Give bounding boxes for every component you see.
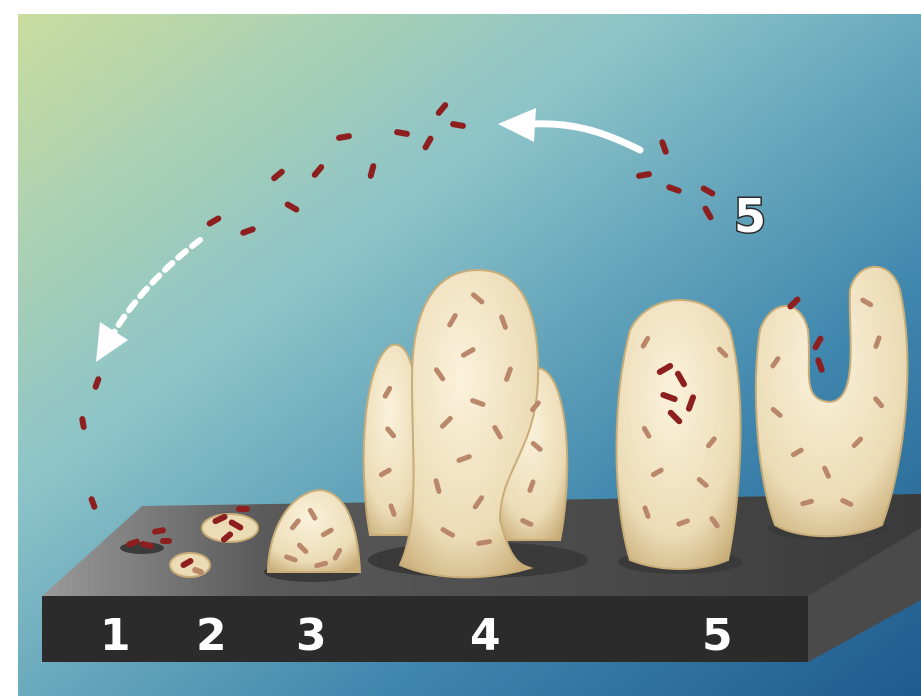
stage-label-5: 5 bbox=[702, 610, 733, 661]
stage-label-4: 4 bbox=[470, 610, 501, 661]
stage-label-3: 3 bbox=[296, 610, 327, 661]
stage-label-2: 2 bbox=[196, 610, 227, 661]
substrate-front-face bbox=[42, 596, 808, 662]
dispersal-stage-label: 5 bbox=[734, 189, 766, 243]
stage-label-1: 1 bbox=[100, 610, 131, 661]
